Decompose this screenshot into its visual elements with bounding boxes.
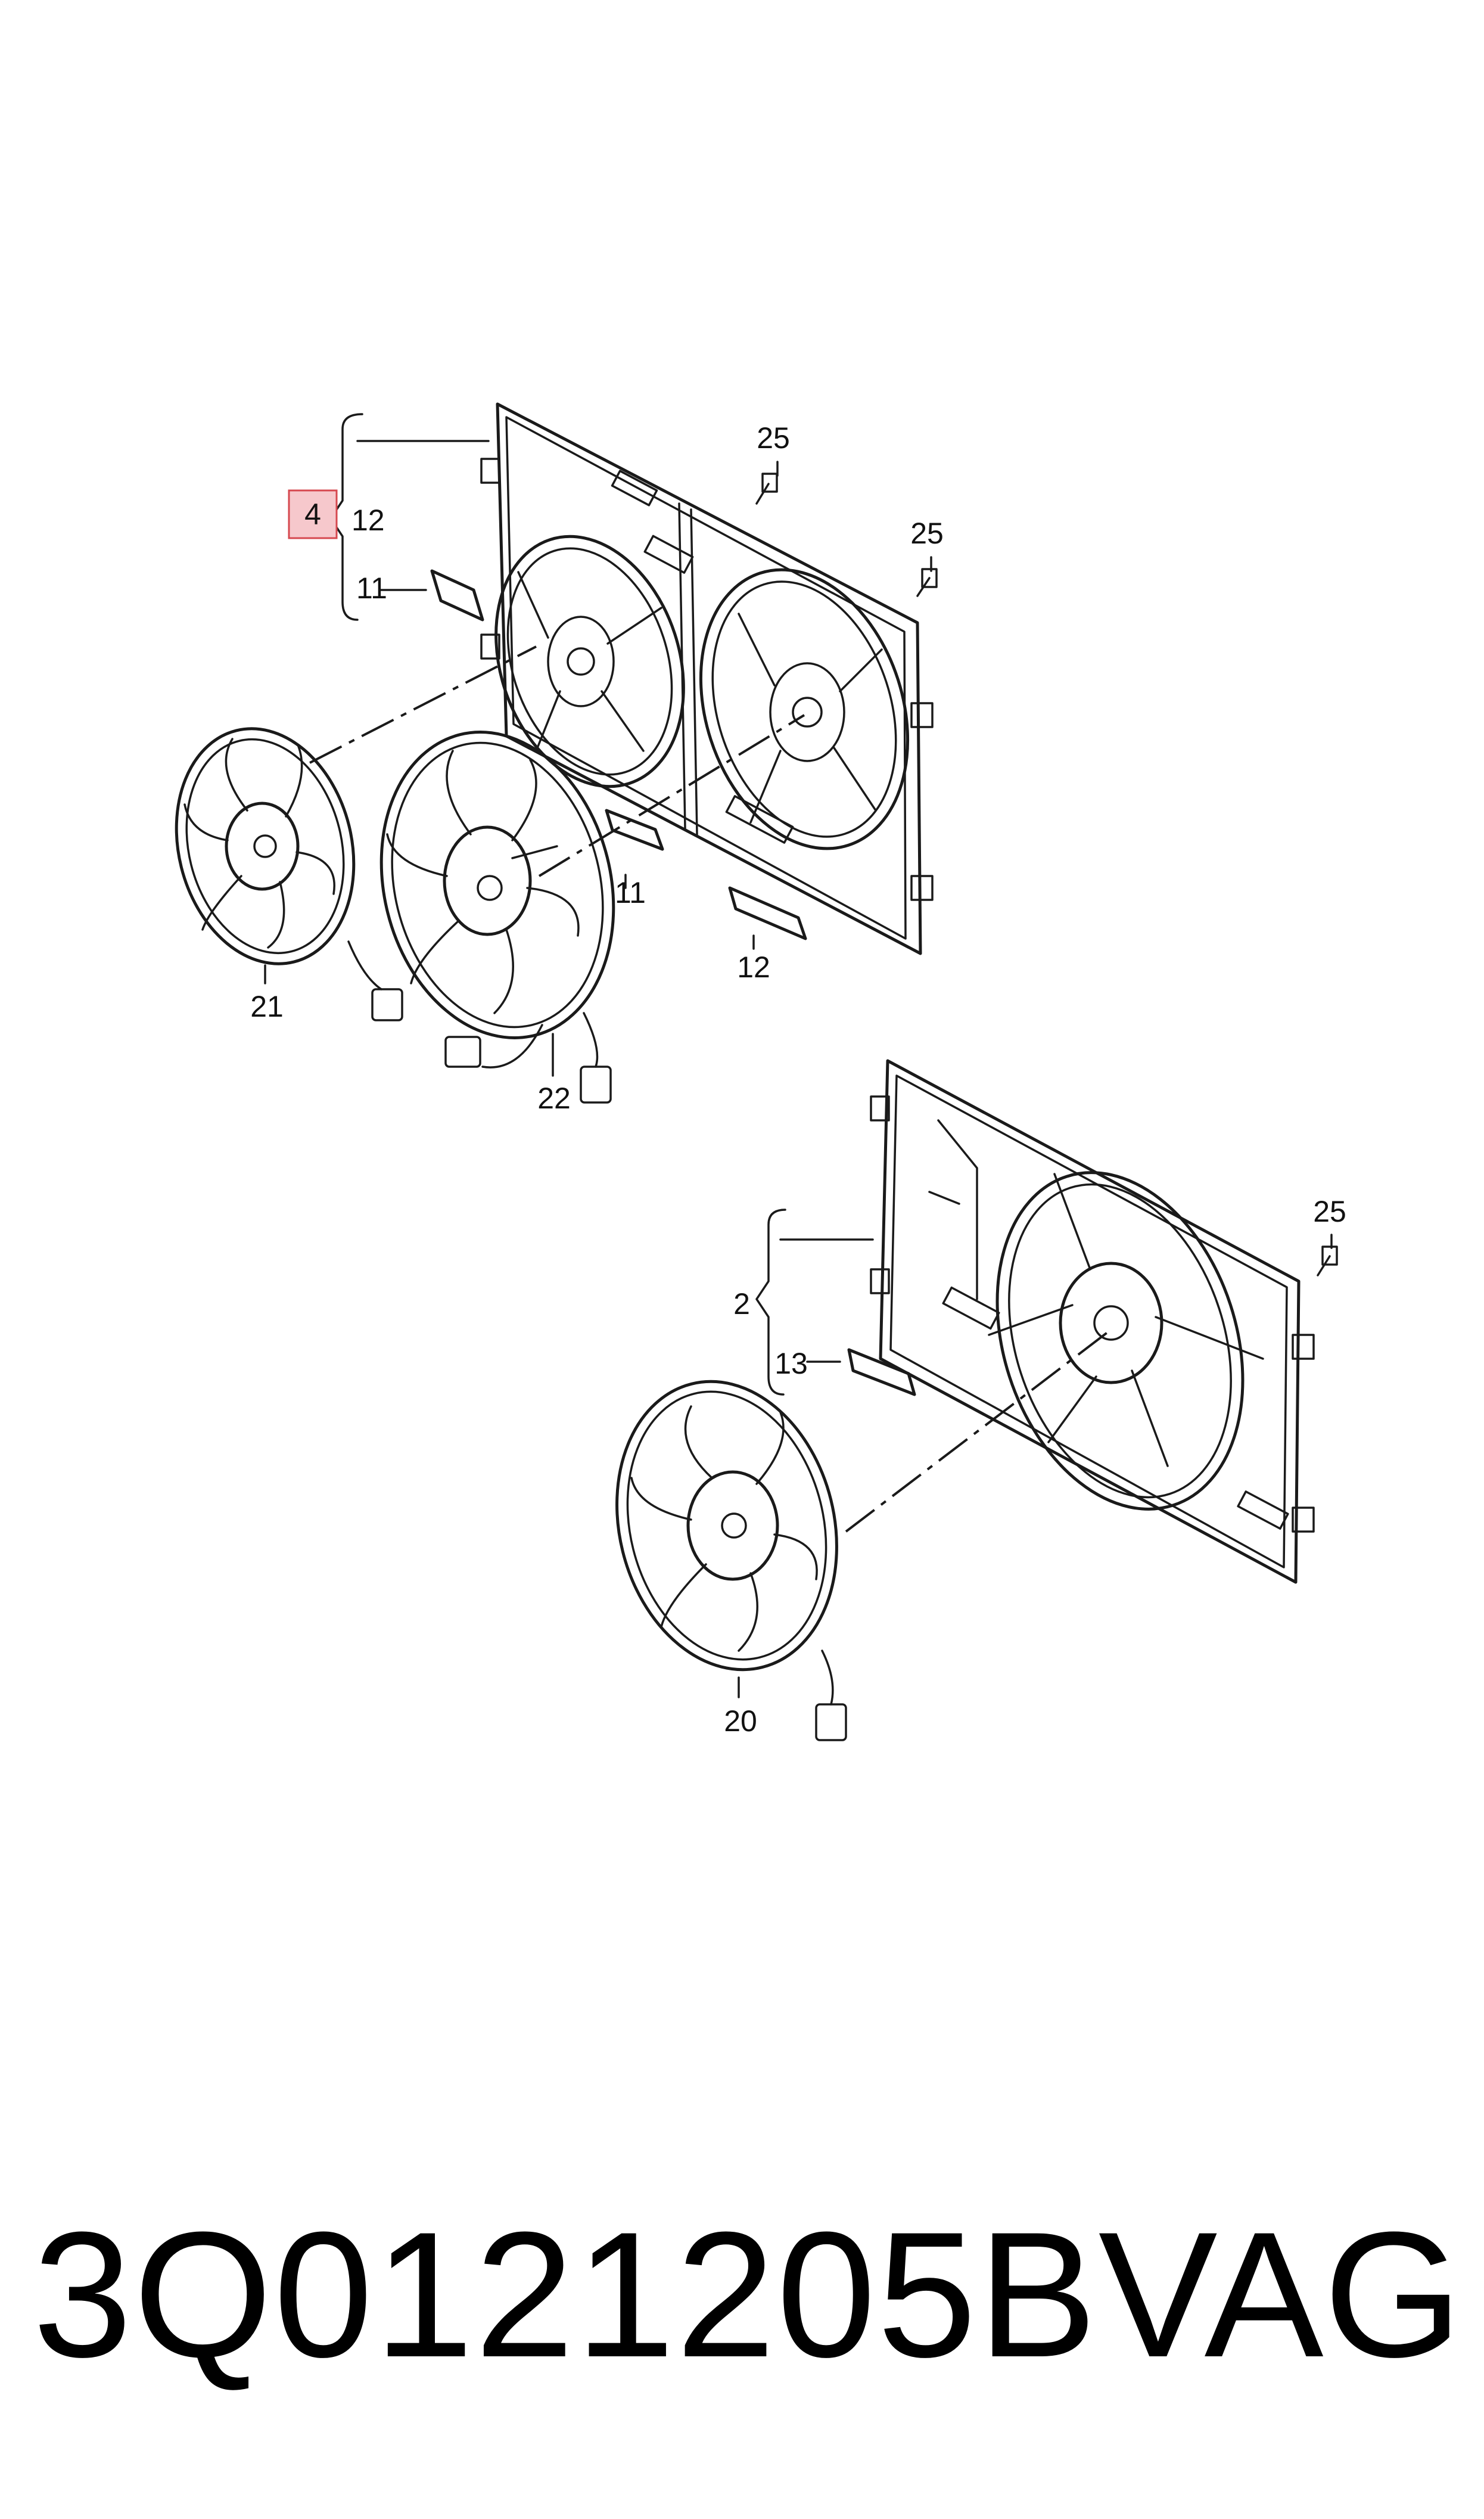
strip-11b <box>605 809 664 889</box>
single-fan-shroud <box>870 1059 1315 1584</box>
twin-fan-shroud <box>480 402 934 955</box>
part-footer: 3Q0121205B VAG <box>33 2205 1463 2443</box>
screw-25c <box>1317 1245 1338 1276</box>
callout-25-first[interactable]: 25 <box>757 421 790 455</box>
brand-name: VAG <box>1098 2194 1463 2394</box>
strip-12b <box>728 886 807 940</box>
fan-21 <box>175 727 403 1021</box>
fan-20 <box>615 1380 847 1741</box>
part-number: 3Q0121205B <box>33 2194 1099 2394</box>
callout-20[interactable]: 20 <box>724 1704 757 1738</box>
callout-12-upper[interactable]: 12 <box>351 504 385 537</box>
strip-11a <box>430 569 484 622</box>
fan-22 <box>379 731 615 1104</box>
callout-4-highlight <box>288 489 338 539</box>
callout-21[interactable]: 21 <box>250 990 284 1023</box>
callout-2[interactable]: 2 <box>733 1287 750 1321</box>
callout-4[interactable]: 4 <box>304 498 321 531</box>
screw-25a <box>755 473 778 505</box>
callout-12-lower[interactable]: 12 <box>737 951 770 984</box>
callout-13[interactable]: 13 <box>774 1347 808 1380</box>
callout-22[interactable]: 22 <box>537 1082 571 1115</box>
callout-11-lower[interactable]: 11 <box>615 876 646 909</box>
callout-25-third[interactable]: 25 <box>1313 1195 1346 1228</box>
screw-25b <box>916 568 938 597</box>
bracket-2 <box>755 1209 786 1396</box>
callout-11-upper[interactable]: 11 <box>356 571 387 605</box>
callout-25-second[interactable]: 25 <box>910 517 944 550</box>
strip-13 <box>847 1348 916 1396</box>
